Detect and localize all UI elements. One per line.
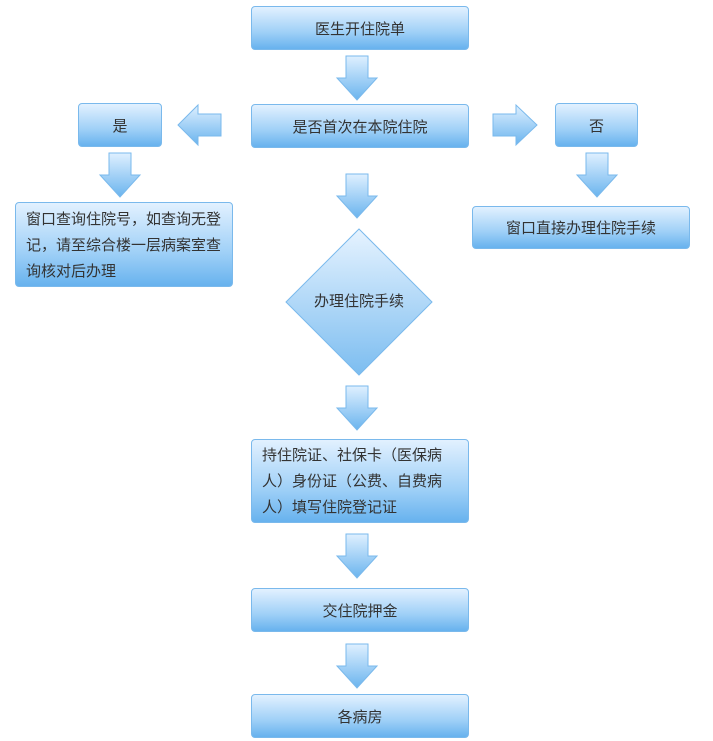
arrow-down-icon	[575, 152, 619, 198]
arrow-right-icon	[492, 103, 538, 147]
node-no-action: 窗口直接办理住院手续	[472, 206, 690, 249]
decision-diamond	[285, 228, 433, 376]
node-question: 是否首次在本院住院	[251, 104, 469, 148]
node-deposit: 交住院押金	[251, 588, 469, 632]
node-start: 医生开住院单	[251, 6, 469, 50]
arrow-down-icon	[335, 533, 379, 579]
arrow-down-icon	[335, 173, 379, 219]
arrow-down-icon	[98, 152, 142, 198]
node-process: 办理住院手续	[313, 292, 404, 310]
node-documents: 持住院证、社保卡（医保病人）身份证（公费、自费病人）填写住院登记证	[251, 439, 469, 523]
node-no: 否	[555, 103, 638, 147]
node-ward: 各病房	[251, 694, 469, 738]
arrow-down-icon	[335, 55, 379, 101]
arrow-down-icon	[335, 643, 379, 689]
arrow-left-icon	[177, 103, 222, 147]
node-yes: 是	[78, 103, 162, 147]
node-yes-action: 窗口查询住院号，如查询无登记，请至综合楼一层病案室查询核对后办理	[15, 202, 233, 287]
arrow-down-icon	[335, 385, 379, 431]
